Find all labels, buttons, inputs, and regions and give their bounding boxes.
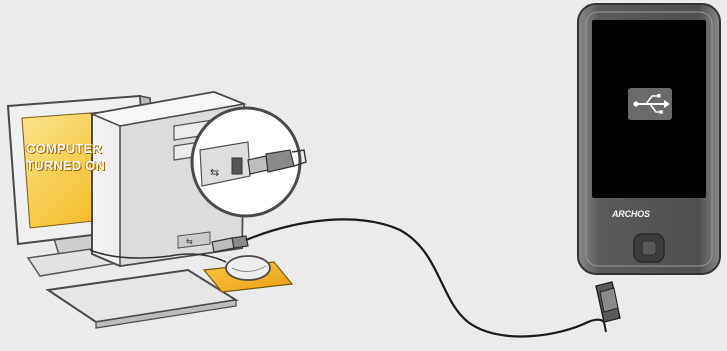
- usb-port-zoom: ⇆: [190, 106, 307, 218]
- mouse: [89, 249, 271, 281]
- archos-device: [577, 3, 721, 333]
- usb-symbol-icon: ⇆: [210, 166, 219, 179]
- usb-symbol-icon: ⇆: [186, 237, 193, 246]
- usb-cable: [211, 218, 605, 338]
- keyboard: [45, 268, 239, 329]
- usb-icon: [628, 88, 672, 120]
